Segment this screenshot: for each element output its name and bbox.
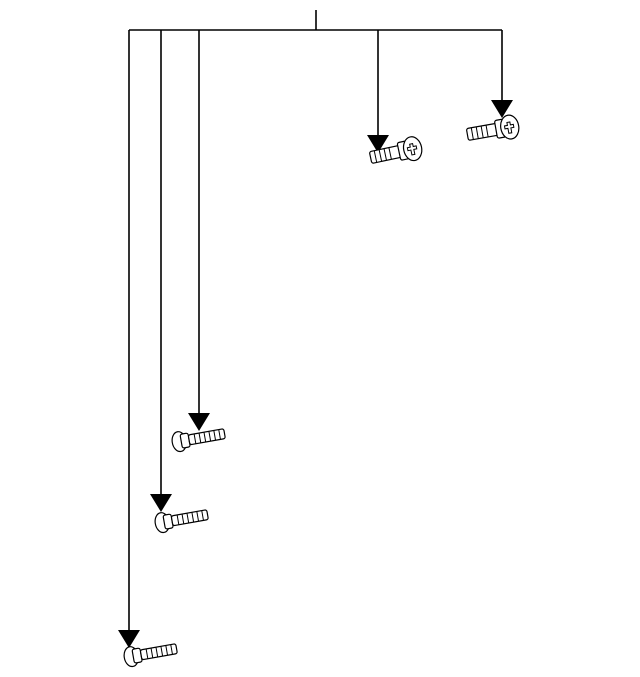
arrowhead-5 <box>118 630 140 648</box>
arrowhead-1 <box>367 135 389 153</box>
arrowhead-4 <box>150 494 172 512</box>
arrowhead-3 <box>188 413 210 431</box>
arrowhead-2 <box>491 100 513 118</box>
leader-lines <box>128 10 503 632</box>
screw-icon <box>171 428 226 453</box>
arrowheads <box>118 100 513 648</box>
screw-icon <box>123 643 178 668</box>
screw-icon <box>369 136 423 164</box>
screw-icon <box>466 114 520 141</box>
screw-icon <box>154 509 209 534</box>
